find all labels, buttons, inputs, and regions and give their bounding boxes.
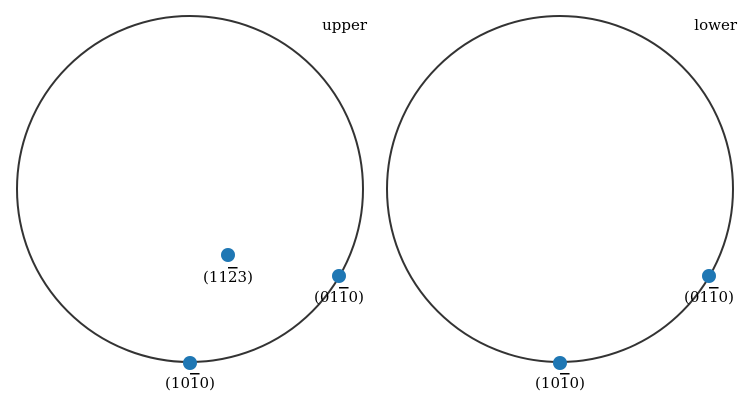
pole-label-1010: (1010) [165,374,215,392]
projection-circle-upper [16,15,364,363]
pole-label-0110: (0110) [684,288,734,306]
panel-lower: lower (0110) (1010) [386,15,738,392]
pole-marker-1010 [553,356,567,370]
pole-label-0110: (0110) [314,288,364,306]
panel-upper: upper (1123) (0110) (1010) [16,15,368,392]
panel-title-upper: upper [322,16,368,34]
pole-label-1123: (1123) [203,268,253,286]
pole-marker-0110 [332,269,346,283]
pole-marker-1123 [221,248,235,262]
projection-circle-lower [386,15,734,363]
panel-title-lower: lower [694,16,738,34]
pole-marker-0110 [702,269,716,283]
pole-marker-1010 [183,356,197,370]
pole-label-1010: (1010) [535,374,585,392]
